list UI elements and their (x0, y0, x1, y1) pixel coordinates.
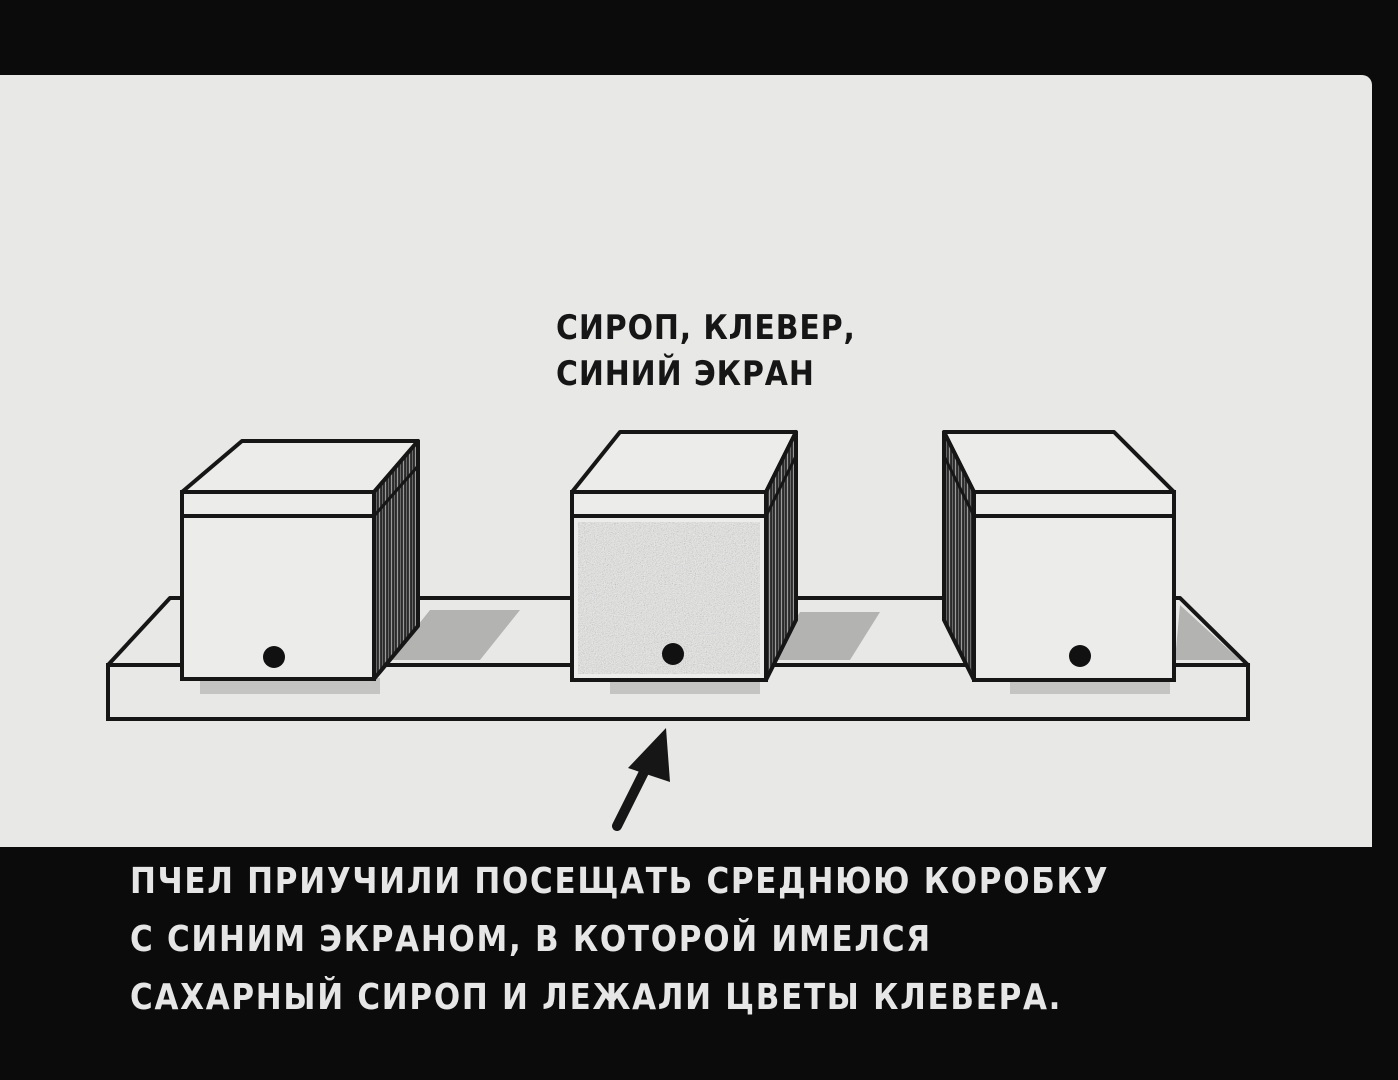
box-middle (570, 430, 798, 682)
entrance-hole (662, 643, 684, 665)
box-right (942, 430, 1176, 682)
box-left (180, 439, 420, 681)
label-line-1: СИРОП, КЛЕВЕР, (556, 308, 856, 348)
entrance-hole (263, 646, 285, 668)
caption-line-3: САХАРНЫЙ СИРОП И ЛЕЖАЛИ ЦВЕТЫ КЛЕВЕРА. (130, 977, 1063, 1018)
shadow-right (1175, 605, 1240, 660)
caption: ПЧЕЛ ПРИУЧИЛИ ПОСЕЩАТЬ СРЕДНЮЮ КОРОБКУ С… (130, 853, 1109, 1027)
middle-box-label: СИРОП, КЛЕВЕР, СИНИЙ ЭКРАН (556, 305, 856, 397)
shadow-middle (770, 612, 880, 660)
arrow-icon (612, 728, 670, 831)
shadow-left (390, 610, 520, 660)
label-line-2: СИНИЙ ЭКРАН (556, 354, 815, 394)
entrance-hole (1069, 645, 1091, 667)
caption-line-1: ПЧЕЛ ПРИУЧИЛИ ПОСЕЩАТЬ СРЕДНЮЮ КОРОБКУ (130, 861, 1110, 902)
caption-line-2: С СИНИМ ЭКРАНОМ, В КОТОРОЙ ИМЕЛСЯ (130, 919, 932, 960)
